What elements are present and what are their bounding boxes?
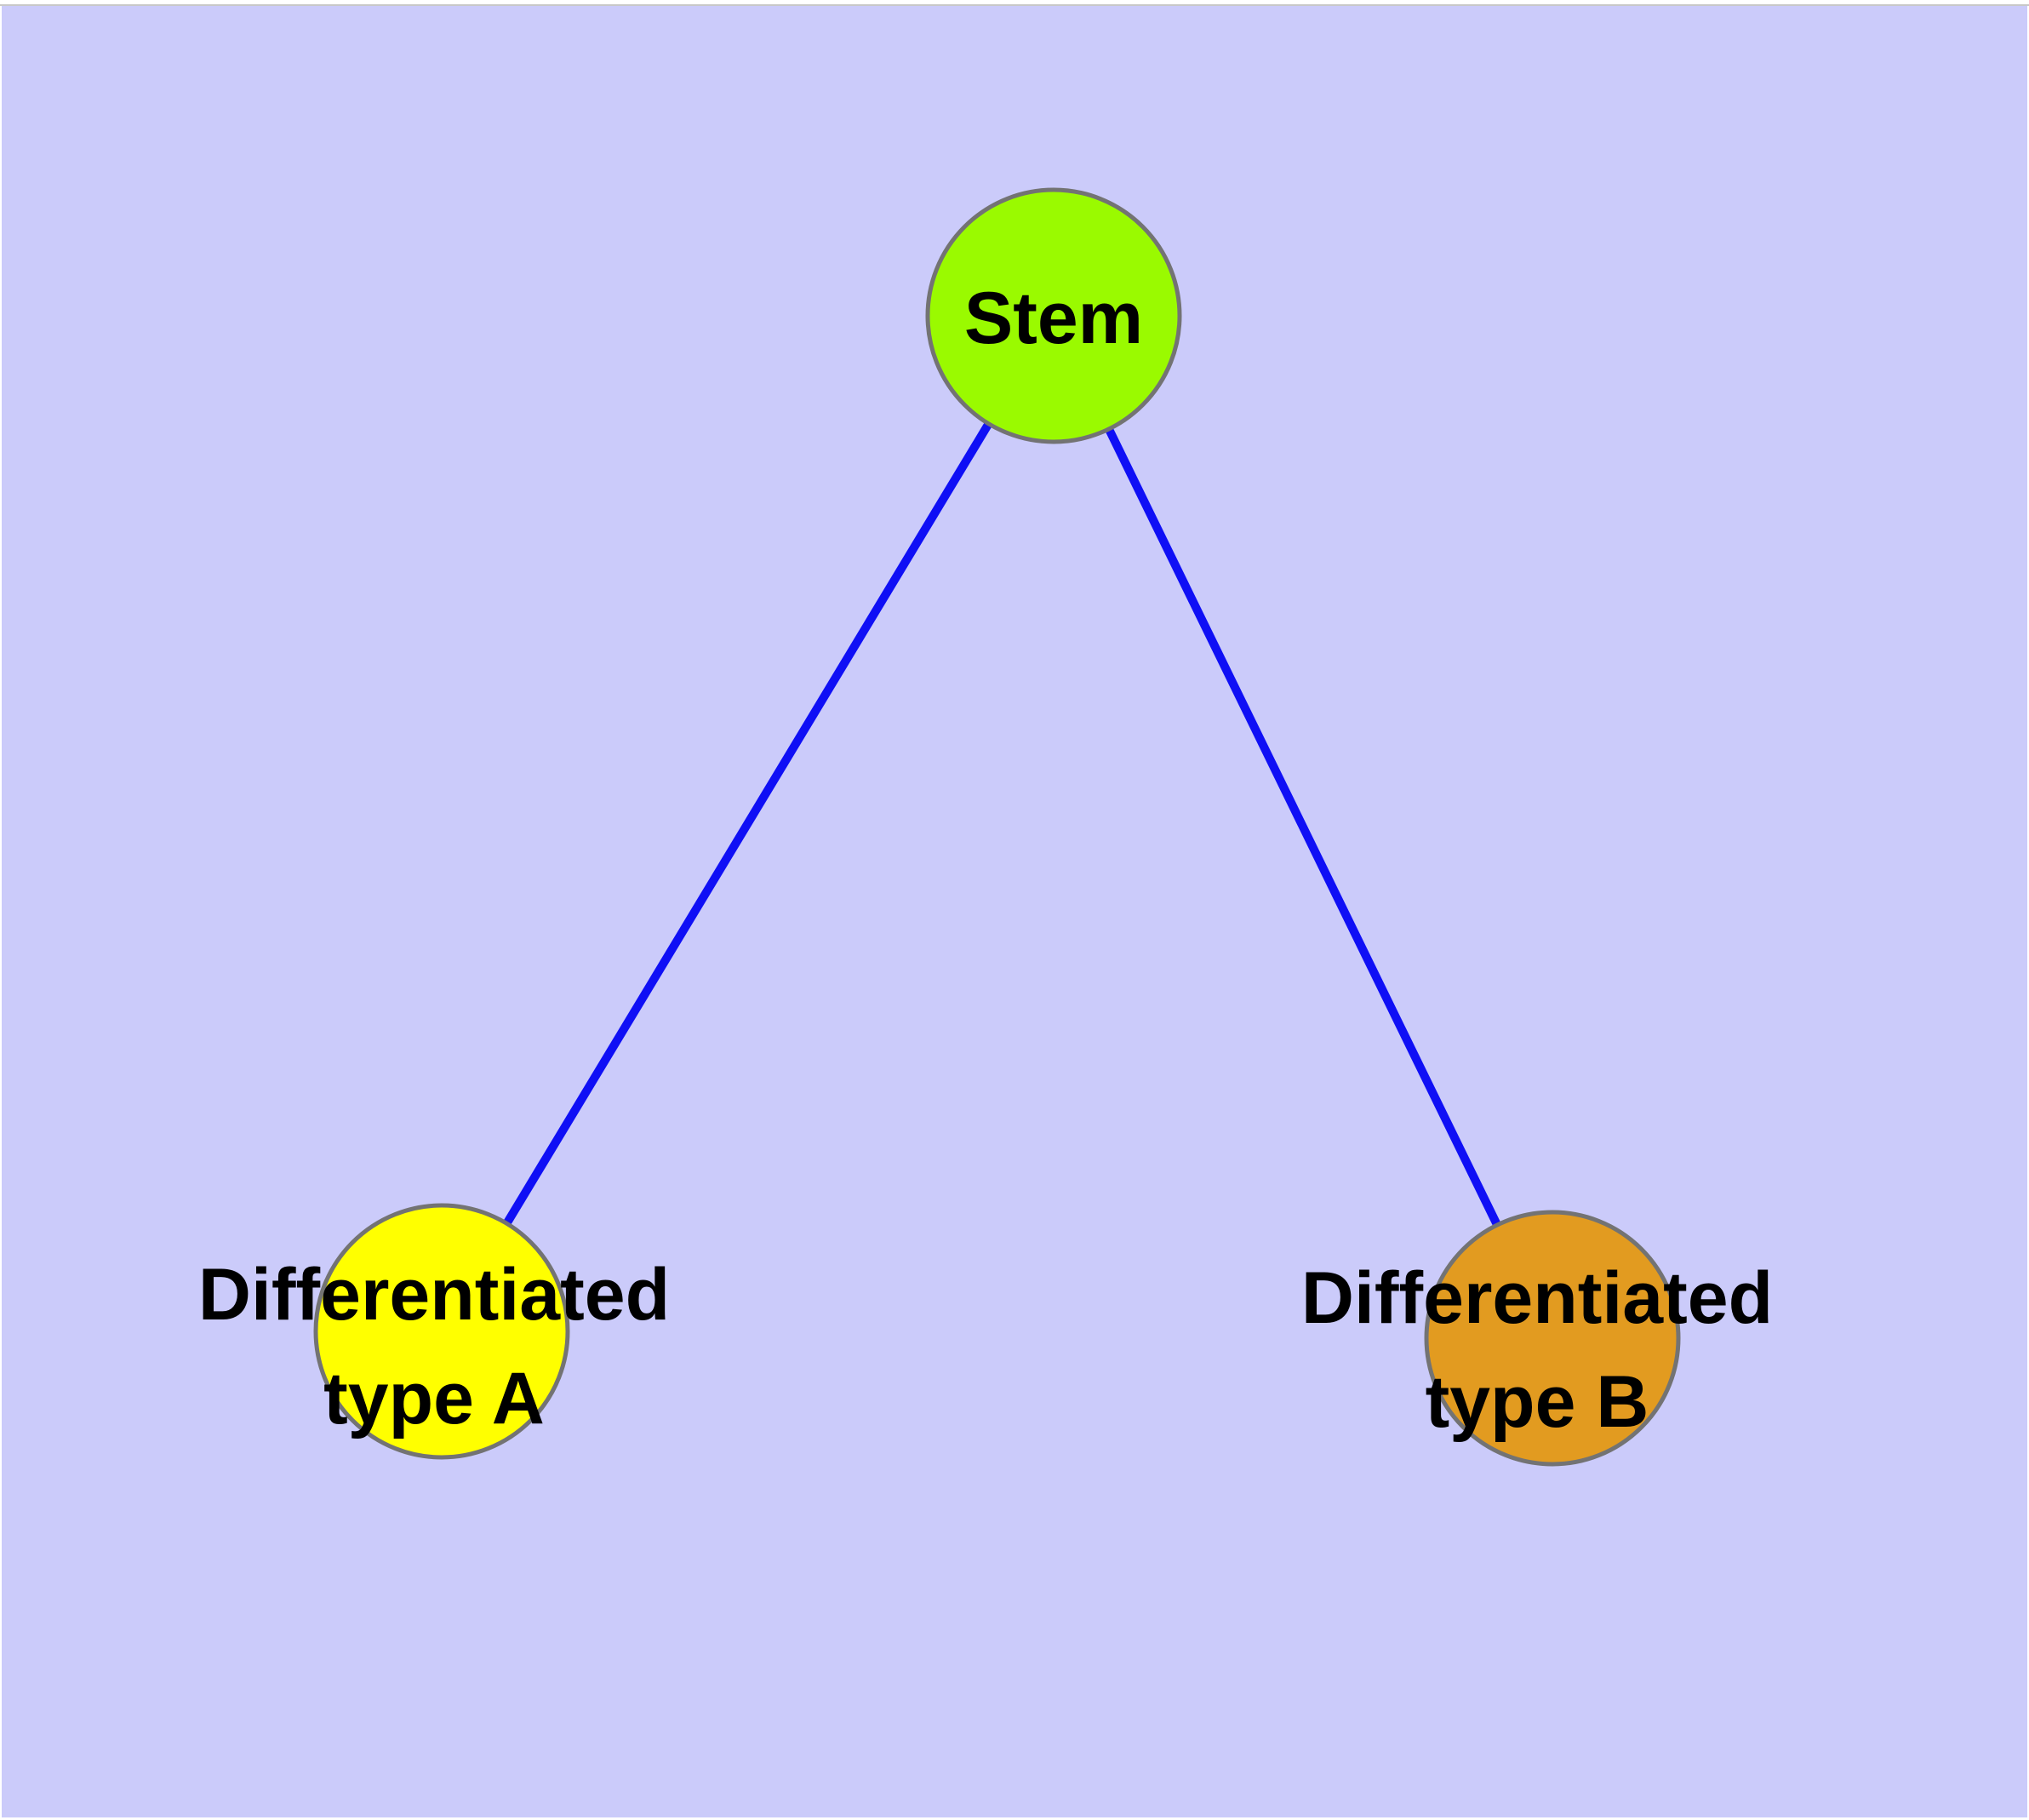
node-type-b-label-line2: type B <box>1426 1361 1649 1443</box>
node-type-a-label-line2: type A <box>323 1358 545 1439</box>
top-divider-line <box>0 4 2029 6</box>
node-stem <box>925 187 1182 444</box>
edge-stem-to-type-b <box>1049 313 1557 1341</box>
node-stem-label: Stem <box>964 278 1143 359</box>
node-type-a <box>313 1203 570 1460</box>
node-type-b-label-line1: Differentiated <box>1301 1257 1773 1339</box>
node-type-b <box>1424 1210 1681 1467</box>
node-type-a-label-line1: Differentiated <box>198 1254 670 1336</box>
edge-stem-to-type-a <box>437 313 1058 1334</box>
